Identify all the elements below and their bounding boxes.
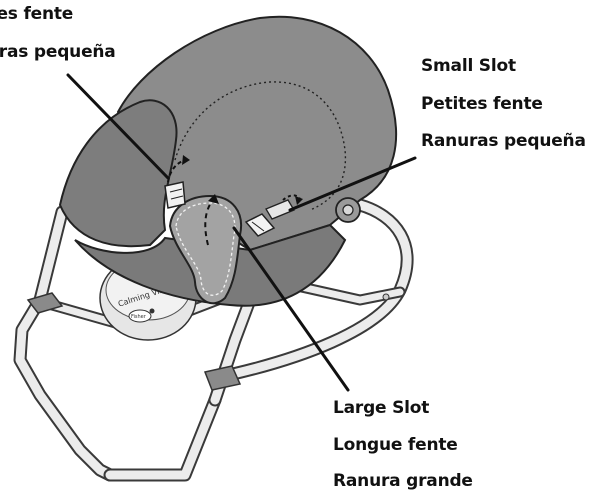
frame-screw bbox=[383, 294, 389, 300]
hinge-knob bbox=[336, 198, 360, 222]
label-small-slot-es: Ranuras pequeña bbox=[421, 131, 586, 152]
label-large-slot-es: Ranura grande bbox=[333, 471, 473, 492]
label-large-slot-en: Large Slot bbox=[333, 398, 429, 419]
label-small-slot-en: Small Slot bbox=[421, 56, 516, 77]
label-top-left-fr: tites fente bbox=[0, 4, 73, 25]
label-small-slot-fr: Petites fente bbox=[421, 94, 543, 115]
seat-left-bolster bbox=[60, 100, 177, 246]
brand-text: Fisher bbox=[131, 314, 147, 320]
label-top-left-es: nuras pequeña bbox=[0, 42, 116, 63]
power-button bbox=[150, 309, 155, 314]
label-large-slot-fr: Longue fente bbox=[333, 435, 458, 456]
belt-left bbox=[165, 182, 185, 208]
